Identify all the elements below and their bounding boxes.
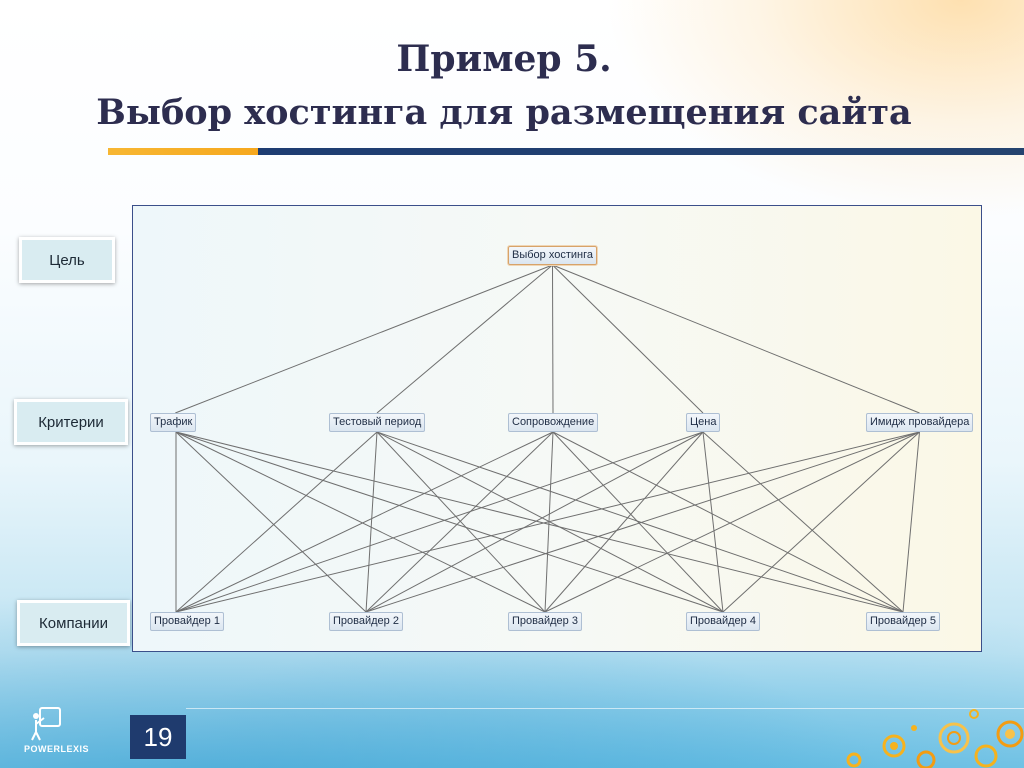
criterion-node: Сопровождение: [508, 413, 599, 432]
goal-criterion-edge: [376, 264, 553, 414]
alternative-node: Провайдер 5: [866, 612, 940, 631]
goal-criterion-edge: [175, 264, 553, 414]
goal-criterion-edge: [552, 264, 704, 414]
criterion-alternative-edge: [365, 431, 704, 613]
criterion-alternative-edge: [175, 431, 704, 613]
goal-node: Выбор хостинга: [508, 246, 597, 265]
criterion-node: Имидж провайдера: [866, 413, 974, 432]
alternative-node: Провайдер 4: [686, 612, 760, 631]
criterion-alternative-edge: [175, 431, 904, 613]
criterion-alternative-edge: [365, 431, 554, 613]
criterion-alternative-edge: [902, 431, 920, 613]
criterion-alternative-edge: [376, 431, 904, 613]
alternative-node: Провайдер 1: [150, 612, 224, 631]
criterion-alternative-edge: [365, 431, 378, 613]
criterion-alternative-edge: [702, 431, 724, 613]
criterion-alternative-edge: [175, 431, 554, 613]
logo-icon: [31, 707, 61, 741]
criterion-alternative-edge: [544, 431, 704, 613]
hierarchy-edges: [175, 264, 920, 613]
slide-title-line2: Выбор хостинга для размещения сайта: [96, 92, 912, 133]
criterion-alternative-edge: [376, 431, 546, 613]
criterion-alternative-edge: [175, 431, 367, 613]
level-label-companies: Компании: [17, 600, 130, 646]
level-label-criteria: Критерии: [14, 399, 128, 445]
criterion-alternative-edge: [175, 431, 546, 613]
footer-divider: [186, 708, 1024, 709]
page-number: 19: [130, 715, 186, 759]
title-underline-orange: [108, 148, 258, 155]
goal-criterion-edge: [552, 264, 920, 414]
slide-title-line1: Пример 5.: [396, 38, 612, 80]
criterion-alternative-edge: [544, 431, 920, 613]
criterion-alternative-edge: [175, 431, 724, 613]
criterion-alternative-edge: [702, 431, 904, 613]
criterion-alternative-edge: [175, 431, 920, 613]
criterion-alternative-edge: [376, 431, 724, 613]
criterion-alternative-edge: [365, 431, 920, 613]
criterion-alternative-edge: [722, 431, 920, 613]
criterion-node: Цена: [686, 413, 721, 432]
criterion-alternative-edge: [175, 431, 378, 613]
alternative-node: Провайдер 2: [329, 612, 403, 631]
logo-text: POWERLEXIS: [24, 744, 90, 754]
powerlexis-logo: POWERLEXIS: [24, 706, 104, 758]
criterion-node: Трафик: [150, 413, 197, 432]
criterion-alternative-edge: [552, 431, 724, 613]
background-glow: [604, 0, 1024, 220]
alternative-node: Провайдер 3: [508, 612, 582, 631]
criterion-node: Тестовый период: [329, 413, 426, 432]
title-underline-navy: [258, 148, 1024, 155]
decorative-circles: [846, 709, 1024, 768]
goal-criterion-edge: [552, 264, 554, 414]
level-label-goal: Цель: [19, 237, 115, 283]
criterion-alternative-edge: [552, 431, 904, 613]
